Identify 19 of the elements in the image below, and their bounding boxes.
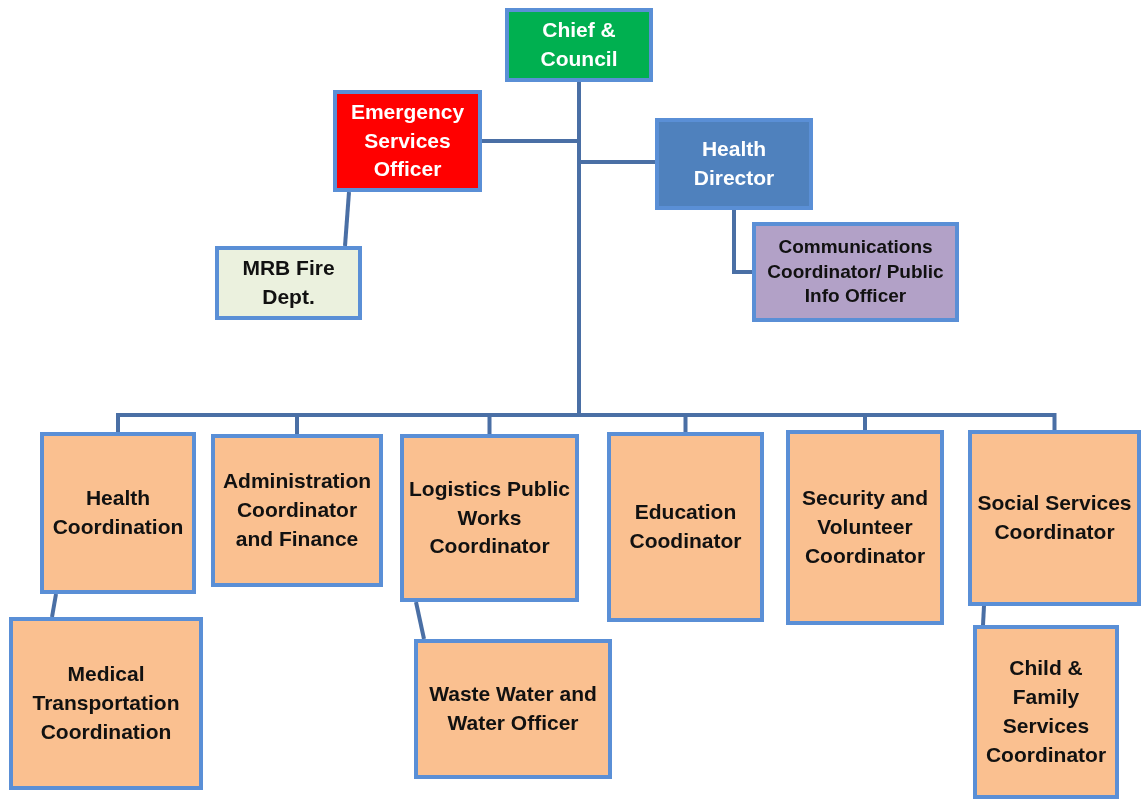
officer-box: Emergency Services Officer [333,90,482,192]
coordinator-box: Education Coodinator [607,432,764,622]
coordinator-box: Child & Family Services Coordinator [973,625,1119,799]
coordinator-box: Administration Coordinator and Finance [211,434,383,587]
connector-line [50,593,58,618]
coordinator-box: Social Services Coordinator [968,430,1141,606]
coordinator-box: Communications Coordinator/ Public Info Officer [752,222,959,322]
coordinator-box: Logistics Public Works Coordinator [400,434,579,602]
title-box: Chief & Council [505,8,653,82]
connector-line [732,210,752,274]
coordinator-box: Medical Transportation Coordination [9,617,203,790]
connector-line [414,601,426,640]
officer-box: Waste Water and Water Officer [414,639,612,779]
coordinator-box: Security and Volunteer Coordinator [786,430,944,625]
department-box: MRB Fire Dept. [215,246,362,320]
connector-line [343,191,351,247]
coordinator-box: Health Coordination [40,432,196,594]
director-box: Health Director [655,118,813,210]
connector-line [981,605,986,626]
